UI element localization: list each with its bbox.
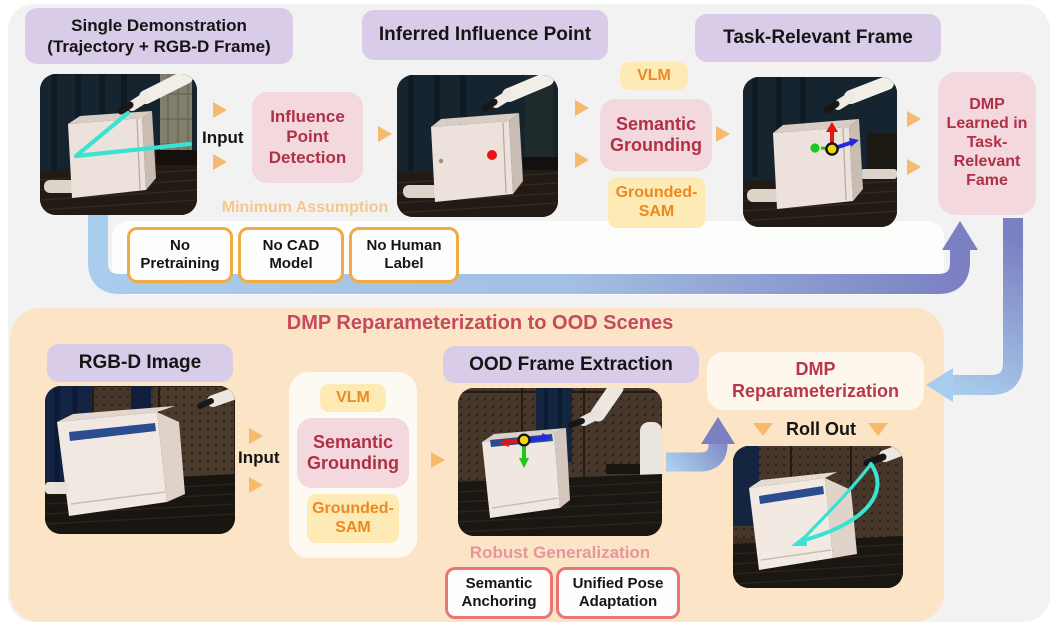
semantic-grounding-text: Semantic Grounding	[610, 113, 702, 155]
inferred-photo	[397, 75, 558, 217]
flow-triangle-icon	[431, 452, 445, 468]
inferred-influence-label: Inferred Influence Point	[362, 10, 608, 60]
frame-axes-icon	[810, 122, 859, 156]
inferred-influence-text: Inferred Influence Point	[378, 24, 592, 45]
assumption-text: No CAD Model	[262, 237, 320, 272]
trajectory-path	[791, 462, 880, 546]
input-flow-triangle-icon	[213, 102, 227, 118]
assumption-box-cad: No CAD Model	[238, 227, 344, 283]
assumption-box-pretraining: No Pretraining	[127, 227, 233, 283]
semantic-grounding-text: Semantic Grounding	[307, 431, 399, 473]
flow-triangle-icon	[575, 100, 589, 116]
rgbd-label: RGB-D Image	[47, 344, 233, 382]
task-frame-photo	[743, 77, 897, 227]
roll-out-label: Roll Out	[779, 419, 863, 440]
robot-arm	[568, 388, 624, 428]
demo-photo	[40, 74, 197, 215]
assumption-box-human-label: No Human Label	[349, 227, 459, 283]
ood-extraction-text: OOD Frame Extraction	[469, 353, 673, 375]
ood-photo	[458, 388, 662, 536]
vlm-box-bottom: VLM	[320, 384, 386, 412]
flow-triangle-icon	[907, 159, 921, 175]
ood-to-reparam-arrow	[666, 417, 735, 472]
rollout-triangle-icon	[753, 423, 773, 436]
minimum-assumption-text: Minimum Assumption	[221, 199, 389, 216]
input-flow-triangle-icon	[213, 154, 227, 170]
flow-triangle-icon	[378, 126, 392, 142]
ood-section-title-text: DMP Reparameterization to OOD Scenes	[286, 312, 674, 334]
flow-triangle-icon	[575, 152, 589, 168]
unified-pose-box: Unified Pose Adaptation	[556, 567, 680, 619]
input-label-bottom: Input	[238, 448, 280, 467]
semantic-grounding-box-bottom: Semantic Grounding	[297, 418, 409, 488]
assumption-text: No Pretraining	[140, 237, 220, 272]
rollout-photo	[733, 446, 903, 588]
unified-pose-text: Unified Pose Adaptation	[572, 575, 664, 610]
flow-triangle-icon	[907, 111, 921, 127]
grounded-sam-text: Grounded- SAM	[312, 500, 394, 536]
input-flow-triangle-icon	[249, 477, 263, 493]
frame-axes-icon	[499, 433, 551, 468]
ood-extraction-label: OOD Frame Extraction	[443, 346, 699, 383]
task-frame-label: Task-Relevant Frame	[695, 14, 941, 62]
robot-gripper	[863, 446, 903, 467]
roll-out-text: Roll Out	[786, 419, 856, 439]
grounded-sam-box-bottom: Grounded- SAM	[307, 494, 399, 543]
vlm-text: VLM	[637, 66, 671, 84]
influence-point-marker	[487, 150, 497, 160]
minimum-assumption-title: Minimum Assumption	[210, 199, 400, 217]
semantic-grounding-box-top: Semantic Grounding	[600, 99, 712, 171]
vlm-text: VLM	[336, 388, 370, 406]
ood-section-title: DMP Reparameterization to OOD Scenes	[25, 312, 935, 335]
dmp-to-reparam-arrow	[926, 218, 1023, 402]
robot-arm	[117, 74, 193, 115]
grounded-sam-box-top: Grounded- SAM	[608, 177, 705, 228]
dmp-learned-text: DMP Learned in Task- Relevant Fame	[946, 96, 1028, 189]
grounded-sam-text: Grounded- SAM	[615, 184, 698, 220]
influence-point-detection-box: Influence Point Detection	[252, 92, 363, 183]
robust-generalization-text: Robust Generalization	[469, 543, 651, 562]
semantic-anchoring-text: Semantic Anchoring	[461, 575, 537, 610]
rgbd-label-text: RGB-D Image	[78, 352, 202, 373]
dmp-learned-box: DMP Learned in Task- Relevant Fame	[938, 72, 1036, 215]
dmp-reparam-box: DMP Reparameterization	[707, 352, 924, 410]
semantic-anchoring-box: Semantic Anchoring	[445, 567, 553, 619]
input-label-top: Input	[202, 128, 244, 147]
cabinet-stripe	[759, 486, 824, 504]
trajectory-path	[73, 110, 193, 159]
robot-arm	[197, 388, 235, 409]
robust-generalization-title: Robust Generalization	[445, 543, 675, 563]
robot-arm	[481, 75, 554, 112]
robot-arm	[823, 77, 894, 114]
input-flow-triangle-icon	[249, 428, 263, 444]
task-frame-text: Task-Relevant Frame	[723, 27, 913, 48]
demo-label-text: Single Demonstration (Trajectory + RGB-D…	[47, 15, 271, 56]
demo-to-dmp-arrow	[88, 214, 978, 294]
vlm-box-top: VLM	[620, 62, 688, 90]
dmp-reparam-text: DMP Reparameterization	[731, 359, 900, 401]
flow-triangle-icon	[716, 126, 730, 142]
influence-point-detection-text: Influence Point Detection	[268, 107, 347, 167]
cabinet-stripe	[69, 423, 156, 441]
rgbd-photo	[45, 386, 235, 534]
demo-label: Single Demonstration (Trajectory + RGB-D…	[25, 8, 293, 64]
rollout-triangle-icon	[868, 423, 888, 436]
assumption-text: No Human Label	[366, 237, 442, 272]
